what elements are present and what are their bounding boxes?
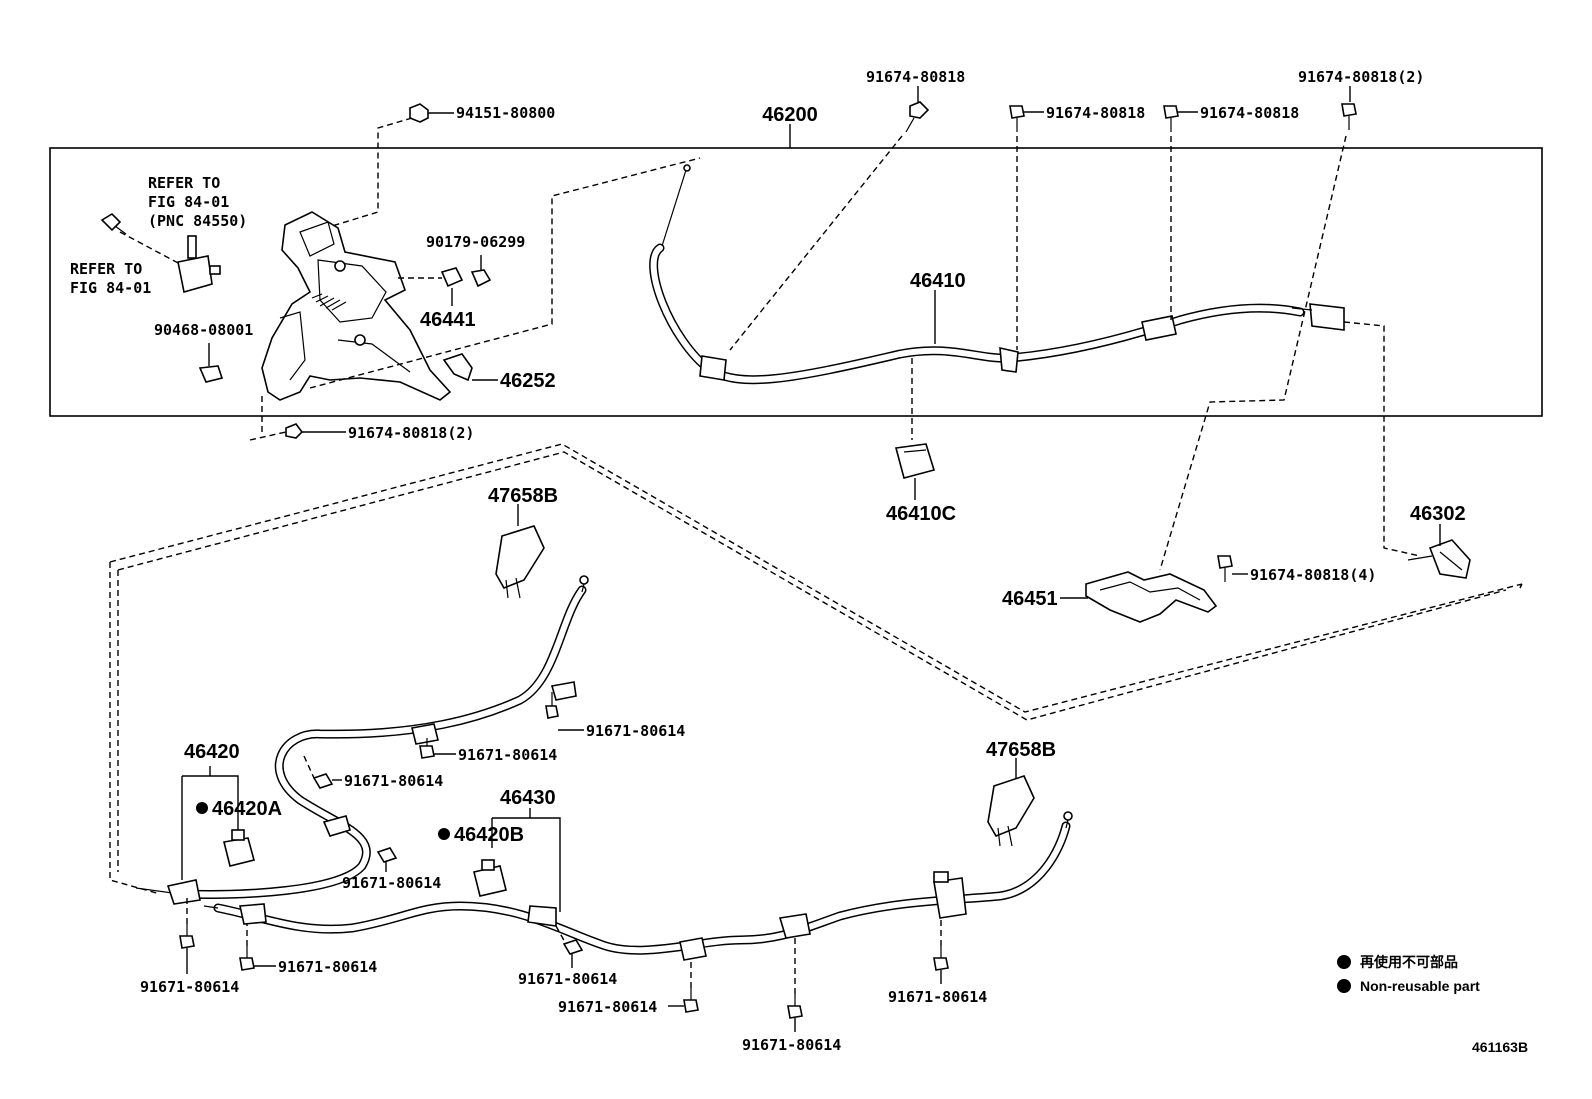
rear-cable-46420-clamp-1 <box>550 681 577 701</box>
cover-46252 <box>442 353 473 382</box>
legend-jp: 再使用不可部品 <box>1360 954 1458 970</box>
bushing-46441 <box>440 267 464 288</box>
label-91671-80614-10: 91671-80614 <box>888 988 987 1006</box>
label-91674-80818-4: 91674-80818(4) <box>1250 566 1376 584</box>
bolt-91671-80614-5 <box>179 924 195 949</box>
stop-lamp-switch <box>177 235 221 294</box>
label-47658B-lower: 47658B <box>986 739 1056 761</box>
rear-cable-46430-clamp-3 <box>778 913 811 939</box>
refer-fig-84-01-line2: FIG 84-01 <box>148 193 229 211</box>
bolt-91671-80614-9 <box>787 994 803 1019</box>
label-46420A: 46420A <box>212 798 282 820</box>
non-reusable-marker-46420B <box>438 828 450 840</box>
bolt-91674-80818-2-lower <box>285 423 304 439</box>
bracket-46451 <box>1085 571 1218 623</box>
bolt-91674-80818-top <box>905 101 930 133</box>
rear-cable-46420-clamp-3 <box>322 815 351 837</box>
legend-marker-en <box>1337 979 1351 993</box>
assembly-frame <box>49 147 1543 417</box>
label-46200: 46200 <box>762 104 818 126</box>
bolt-91674-80818-a <box>1009 105 1025 132</box>
clip-46420B <box>473 859 507 897</box>
label-91671-80614-6: 91671-80614 <box>278 958 377 976</box>
bolt-91671-80614-10 <box>933 946 949 971</box>
legend-en: Non-reusable part <box>1360 978 1480 994</box>
parking-brake-pedal-assembly <box>261 211 452 401</box>
refer-fig-84-01b-line2: FIG 84-01 <box>70 279 151 297</box>
label-91671-80614-8: 91671-80614 <box>558 998 657 1016</box>
bolt-91671-80614-3 <box>312 773 334 789</box>
front-cable-end-connector <box>1291 303 1345 331</box>
front-cable-clamp-2 <box>999 346 1019 373</box>
label-91674-80818-2-lower: 91674-80818(2) <box>348 424 474 442</box>
rear-cable-46420-clamp-2 <box>411 723 439 745</box>
label-46420: 46420 <box>184 741 240 763</box>
refer-fig-84-01b-line1: REFER TO <box>70 260 142 278</box>
label-91674-80818-a: 91674-80818 <box>1046 104 1145 122</box>
label-46420B: 46420B <box>454 824 524 846</box>
refer-fig-84-01-line3: (PNC 84550) <box>148 212 247 230</box>
label-90468-08001: 90468-08001 <box>154 321 253 339</box>
label-91671-80614-9: 91671-80614 <box>742 1036 841 1054</box>
label-91671-80614-2: 91671-80614 <box>458 746 557 764</box>
label-91671-80614-1: 91671-80614 <box>586 722 685 740</box>
label-94151-80800: 94151-80800 <box>456 104 555 122</box>
label-91671-80614-4: 91671-80614 <box>342 874 441 892</box>
label-46410C: 46410C <box>886 503 956 525</box>
label-90179-06299: 90179-06299 <box>426 233 525 251</box>
bolt-91671-80614-7 <box>562 939 584 955</box>
figure-code: 461163B <box>1472 1039 1528 1055</box>
bolt-91671-80614-8 <box>683 988 699 1013</box>
rear-cable-46430-end <box>239 903 267 925</box>
legend-marker-jp <box>1337 955 1351 969</box>
bolt-91674-80818-b <box>1163 105 1179 132</box>
label-91674-80818-2-top: 91674-80818(2) <box>1298 68 1424 86</box>
front-cable-clamp-3 <box>1141 315 1177 341</box>
label-46430: 46430 <box>500 787 556 809</box>
refer-fig-84-01-line1: REFER TO <box>148 174 220 192</box>
label-46451: 46451 <box>1002 588 1058 610</box>
bolt-91674-80818-4 <box>1217 555 1233 582</box>
rear-cable-46430-bracket <box>933 871 967 919</box>
bolt-91671-80614-6 <box>239 946 255 971</box>
equalizer-46302 <box>1407 539 1471 579</box>
nut-94151-80800 <box>409 103 429 123</box>
clip-90468-08001 <box>198 365 224 383</box>
label-46410: 46410 <box>910 270 966 292</box>
label-46252: 46252 <box>500 370 556 392</box>
rear-cable-46430-clamp-1 <box>527 905 557 927</box>
label-91671-80614-7: 91671-80614 <box>518 970 617 988</box>
clamp-46410C <box>894 443 936 479</box>
label-46302: 46302 <box>1410 503 1466 525</box>
non-reusable-marker-46420A <box>196 802 208 814</box>
label-91674-80818-b: 91674-80818 <box>1200 104 1299 122</box>
legend: 再使用不可部品 Non-reusable part <box>1337 954 1480 994</box>
rear-cable-46430-clamp-2 <box>679 937 707 961</box>
clamp-47658B-upper <box>495 525 545 599</box>
label-91674-80818-top: 91674-80818 <box>866 68 965 86</box>
rear-cable-46420-end <box>166 879 201 905</box>
clamp-47658B-lower <box>987 775 1035 847</box>
label-91671-80614-5: 91671-80614 <box>140 978 239 996</box>
bolt-91671-80614-4 <box>376 847 398 863</box>
label-47658B-upper: 47658B <box>488 485 558 507</box>
front-cable-clamp-1 <box>699 355 727 381</box>
bolt-91671-80614-1 <box>545 692 559 719</box>
label-46441: 46441 <box>420 309 476 331</box>
clip-46420A <box>223 829 255 867</box>
bolt-91671-80614-2 <box>419 738 435 759</box>
label-91671-80614-3: 91671-80614 <box>344 772 443 790</box>
lower-group-boundary <box>109 443 1523 713</box>
refer-bolt <box>100 212 127 235</box>
bolt-91674-80818-2-top <box>1341 103 1357 130</box>
nut-90179-06299 <box>470 269 492 288</box>
